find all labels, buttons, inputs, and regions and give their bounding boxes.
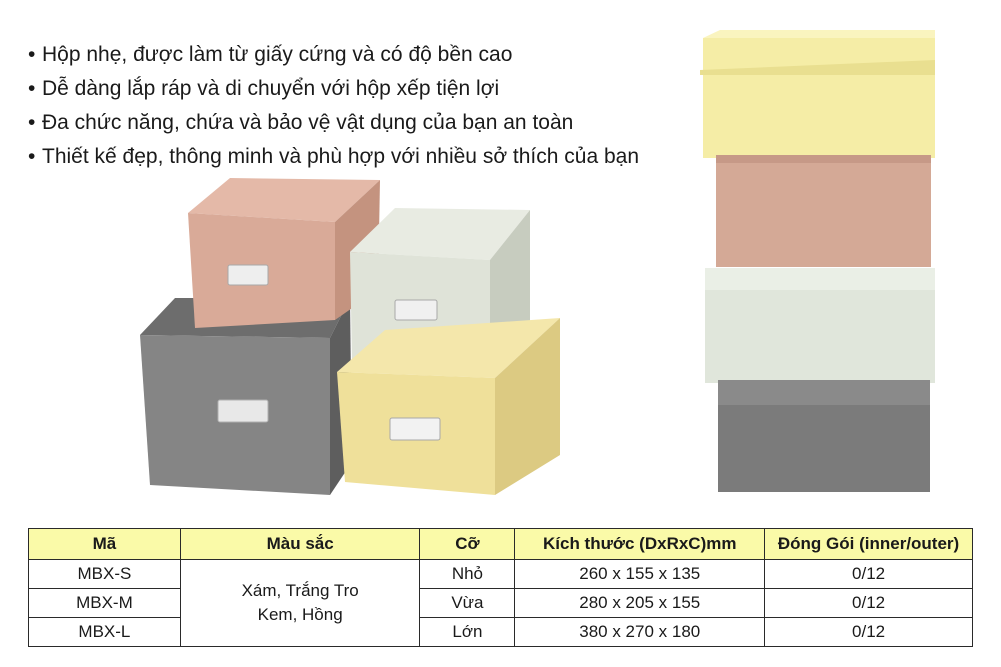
bullet-icon: • (28, 111, 36, 134)
cell-dimensions: 280 x 205 x 155 (514, 588, 766, 618)
feature-item: • Dễ dàng lắp ráp và di chuyển với hộp xế… (28, 72, 639, 106)
header-dimensions: Kích thước (DxRxC)mm (514, 528, 766, 560)
cell-size: Vừa (419, 588, 516, 618)
box-gray (140, 298, 352, 495)
header-size: Cỡ (419, 528, 516, 560)
table-row: MBX-M Vừa 280 x 205 x 155 0/12 (28, 588, 973, 618)
cell-dimensions: 260 x 155 x 135 (514, 559, 766, 589)
stack-box-gray (718, 380, 930, 492)
feature-item: • Hộp nhẹ, được làm từ giấy cứng và có độ… (28, 38, 639, 72)
header-code: Mã (28, 528, 181, 560)
stack-box-pink (716, 155, 931, 267)
bullet-icon: • (28, 77, 36, 100)
feature-list: • Hộp nhẹ, được làm từ giấy cứng và có độ… (28, 38, 639, 174)
table-header-row: Mã Màu sắc Cỡ Kích thước (DxRxC)mm Đóng … (28, 528, 973, 560)
cell-packing: 0/12 (764, 588, 973, 618)
color-line: Kem, Hồng (257, 605, 343, 624)
spec-table: Mã Màu sắc Cỡ Kích thước (DxRxC)mm Đóng … (28, 528, 973, 647)
cell-code: MBX-S (28, 559, 181, 589)
cell-colors: Xám, Trắng Tro Kem, Hồng (179, 559, 421, 647)
header-packing: Đóng Gói (inner/outer) (764, 528, 973, 560)
cell-code: MBX-M (28, 588, 181, 618)
feature-item: • Thiết kế đẹp, thông minh và phù hợp với… (28, 140, 639, 174)
feature-text: Dễ dàng lắp ráp và di chuyển với hộp xếp… (42, 77, 500, 100)
cell-code: MBX-L (28, 617, 181, 647)
cell-packing: 0/12 (764, 617, 973, 647)
box-stack-right (700, 30, 935, 492)
bullet-icon: • (28, 43, 36, 66)
cell-size: Lớn (419, 617, 516, 647)
feature-text: Thiết kế đẹp, thông minh và phù hợp với … (42, 145, 640, 168)
bullet-icon: • (28, 145, 36, 168)
product-photo (140, 30, 935, 495)
table-row: MBX-L Lớn 380 x 270 x 180 0/12 (28, 617, 973, 647)
box-cream (337, 318, 560, 495)
stack-box-mint (705, 268, 935, 383)
table-row: MBX-S Xám, Trắng Tro Kem, Hồng Nhỏ 260 x… (28, 559, 973, 647)
feature-item: • Đa chức năng, chứa và bảo vệ vật dụng c… (28, 106, 639, 140)
color-line: Xám, Trắng Tro (241, 581, 359, 600)
cell-packing: 0/12 (764, 559, 973, 589)
feature-text: Đa chức năng, chứa và bảo vệ vật dụng củ… (42, 111, 574, 134)
header-color: Màu sắc (179, 528, 421, 560)
box-group-left (140, 178, 560, 495)
feature-text: Hộp nhẹ, được làm từ giấy cứng và có độ … (42, 43, 513, 66)
cell-dimensions: 380 x 270 x 180 (514, 617, 766, 647)
cell-size: Nhỏ (419, 559, 516, 589)
stack-box-yellow (700, 30, 935, 158)
